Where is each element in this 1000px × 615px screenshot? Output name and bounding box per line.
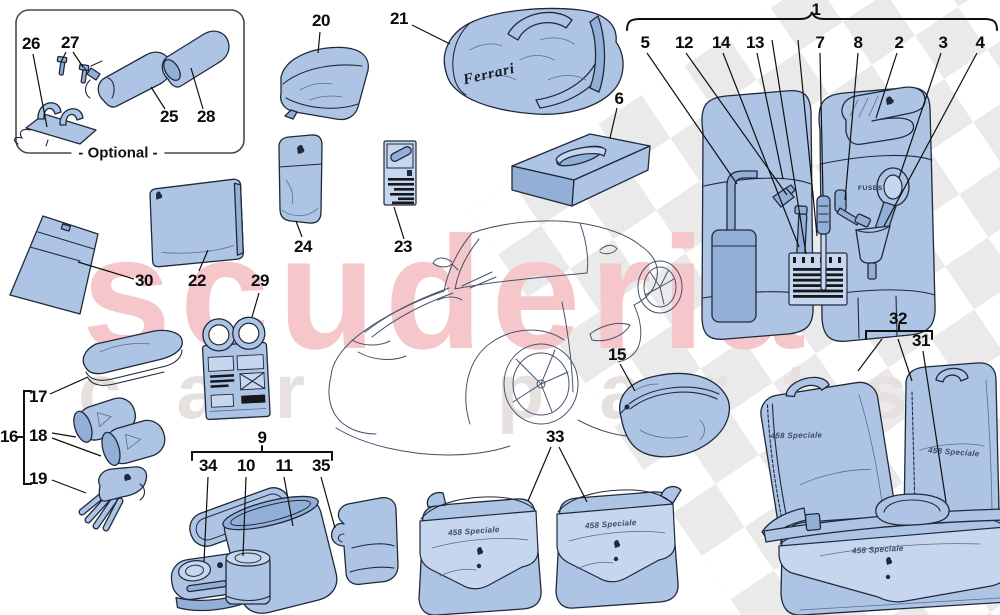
part-label-33: 33 bbox=[546, 427, 564, 446]
bracket-1 bbox=[626, 11, 998, 31]
helmet-pouch bbox=[619, 363, 730, 458]
funnel bbox=[855, 225, 891, 280]
part-label-25: 25 bbox=[160, 107, 178, 126]
part-label-30: 30 bbox=[135, 271, 153, 290]
car-illustration bbox=[328, 220, 683, 456]
tire-repair-kit bbox=[170, 445, 399, 614]
car-cover-set bbox=[16, 329, 183, 532]
part-label-31: 31 bbox=[912, 331, 930, 350]
part-label-22: 22 bbox=[188, 271, 206, 290]
pressure-label-tag bbox=[201, 316, 271, 421]
speciale-logo-text: 458 Speciale bbox=[770, 430, 823, 440]
part-label-8: 8 bbox=[853, 33, 863, 52]
inner-pouch bbox=[711, 229, 757, 323]
part-label-1: 1 bbox=[811, 0, 821, 19]
instruction-card bbox=[383, 140, 417, 240]
duffel-bag: Ferrari bbox=[411, 7, 624, 115]
garment-bag-right: 458 Speciale bbox=[555, 485, 682, 609]
tool-case bbox=[511, 107, 651, 207]
part-label-7: 7 bbox=[815, 33, 825, 52]
sealant-holder bbox=[330, 496, 399, 586]
owner-manual-wallet bbox=[149, 178, 244, 268]
part-label-23: 23 bbox=[394, 237, 412, 256]
speciale-logo-text: 458 Speciale bbox=[851, 544, 904, 556]
mounting-bolts bbox=[56, 55, 90, 84]
part-label-10: 10 bbox=[237, 456, 255, 475]
document-folder bbox=[9, 215, 135, 315]
part-label-3: 3 bbox=[938, 33, 948, 52]
part-label-13: 13 bbox=[746, 33, 764, 52]
tool-roll-open: FUSES bbox=[701, 86, 936, 342]
part-label-32: 32 bbox=[889, 309, 907, 328]
extinguisher-cover bbox=[161, 30, 230, 88]
part-label-21: 21 bbox=[390, 9, 408, 28]
speciale-logo-text: 458 Speciale bbox=[927, 446, 980, 459]
part-label-35: 35 bbox=[312, 456, 330, 475]
document-pouch bbox=[278, 134, 323, 238]
part-label-18: 18 bbox=[29, 426, 47, 445]
part-label-14: 14 bbox=[712, 33, 730, 52]
screwdriver bbox=[816, 195, 831, 291]
part-label-16: 16 bbox=[0, 427, 18, 446]
part-label-24: 24 bbox=[294, 237, 312, 256]
part-label-4: 4 bbox=[975, 33, 985, 52]
speciale-logo-text: 458 Speciale bbox=[584, 518, 637, 531]
part-label-12: 12 bbox=[675, 33, 693, 52]
part-label-9: 9 bbox=[257, 428, 267, 447]
optional-kit-box bbox=[13, 9, 245, 154]
vent-grille bbox=[788, 252, 848, 306]
sealant-canister bbox=[225, 549, 271, 605]
part-label-28: 28 bbox=[197, 107, 215, 126]
optional-caption: - Optional - bbox=[71, 144, 165, 162]
part-label-15: 15 bbox=[608, 345, 626, 364]
speciale-logo-text: 458 Speciale bbox=[447, 525, 500, 538]
spark-plug-tool bbox=[834, 189, 872, 228]
fire-extinguisher bbox=[79, 51, 172, 108]
part-label-26: 26 bbox=[22, 34, 40, 53]
valve-adapter bbox=[772, 184, 796, 208]
seat-cover bbox=[279, 31, 369, 121]
driving-glove bbox=[78, 466, 148, 532]
part-label-29: 29 bbox=[251, 271, 269, 290]
messenger-bag: 458 Speciale bbox=[761, 493, 1000, 615]
fuses-label-text: FUSES bbox=[858, 185, 883, 192]
part-label-19: 19 bbox=[29, 469, 47, 488]
part-label-5: 5 bbox=[640, 33, 650, 52]
part-label-6: 6 bbox=[614, 89, 624, 108]
part-label-17: 17 bbox=[29, 387, 47, 406]
part-label-2: 2 bbox=[894, 33, 904, 52]
part-label-34: 34 bbox=[199, 456, 217, 475]
part-label-27: 27 bbox=[61, 33, 79, 52]
part-label-11: 11 bbox=[275, 456, 293, 475]
part-label-20: 20 bbox=[312, 11, 330, 30]
garment-bag-left: 458 Speciale bbox=[418, 491, 542, 615]
